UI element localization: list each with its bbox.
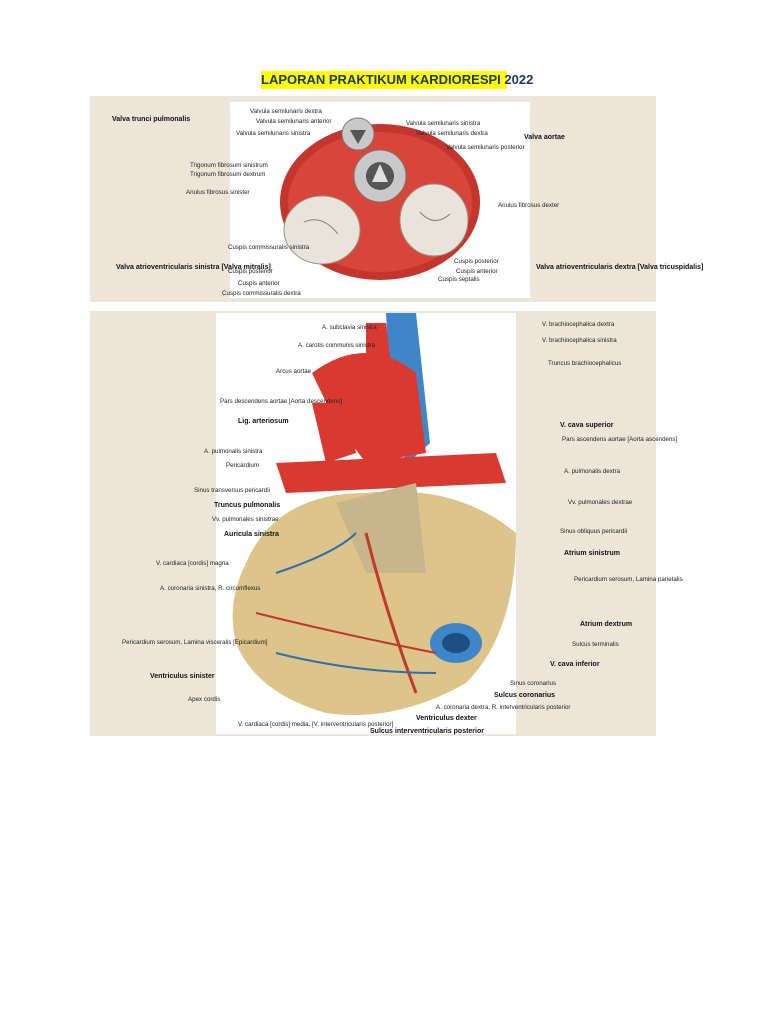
fig2-left-label: Pars descendens aortae [Aorta descendens… [220,398,343,405]
fig2-right-label: Vv. pulmonales dextrae [568,499,633,506]
fig2-left-label: V. cardiaca [cordis] magna [156,560,229,567]
fig2-right-label: Pars ascendens aortae [Aorta ascendens] [562,436,678,443]
fig1-left-label: Cuspis commissuralis sinistra [228,244,310,251]
fig1-left-label: Cuspis anterior [238,280,280,287]
fig1-right-label: Cuspis posterior [454,258,499,265]
fig2-right-label: Sinus obliquus pericardii [560,528,628,535]
page-title: LAPORAN PRAKTIKUM KARDIORESPI 2022 [261,71,534,89]
heart-posterior-illustration [232,313,516,715]
fig1-left-label: Valvula semilunaris sinistra [236,130,311,137]
fig2-left-label: A. subclavia sinistra [322,324,377,331]
fig1-right-label: Cuspis septalis [438,276,480,283]
fig2-right-label: V. cava inferior [550,661,600,668]
fig2-left-label: Auricula sinistra [224,531,279,538]
fig2-right-label: A. coronaria dextra, R. interventricular… [436,704,571,711]
fig2-right-label: Sulcus coronarius [494,692,556,699]
valves-figure-plate [230,102,530,298]
valva-tricuspidalis-label: Valva atrioventricularis dextra [Valva t… [536,264,704,271]
fig2-right-label: Sulcus terminalis [572,641,619,648]
fig2-right-label: Ventriculus dexter [416,715,477,722]
fig2-left-label: Sinus transversus pericardii [194,487,270,494]
fig1-right-label: Anulus fibrosus dexter [498,202,560,209]
heart-valves-illustration [280,117,480,280]
fig1-left-label: Trigonum fibrosum sinistrum [190,162,268,169]
fig2-right-label: Truncus brachiocephalicus [548,360,622,367]
fig2-left-label: A. coronaria sinistra, R. circumflexus [160,585,261,592]
fig2-left-label: Truncus pulmonalis [214,502,281,509]
fig2-left-label: A. carotis communis sinistra [298,342,376,349]
fig2-left-label: Arcus aortae [276,368,312,375]
fig2-right-label: Pericardium serosum, Lamina parietalis [574,576,683,583]
fig2-left-label: Pericardium serosum, Lamina visceralis [… [122,639,268,646]
heart-figure-panel: A. subclavia sinistra A. carotis communi… [90,311,683,736]
fig1-right-label: Valvula semilunaris dextra [416,130,488,137]
fig1-left-label: Cuspis posterior [228,268,273,275]
fig1-left-label: Trigonum fibrosum dextrum [190,171,266,178]
fig1-right-label: Valvula semilunaris sinistra [406,120,481,127]
fig2-right-label: V. brachiocephalica dextra [542,321,615,328]
valva-aortae-label: Valva aortae [524,134,565,141]
fig2-right-label: Atrium sinistrum [564,550,621,557]
fig2-right-label: V. cava superior [560,422,614,429]
fig2-left-label: Lig. arteriosum [238,418,289,425]
fig2-right-label: A. pulmonalis dextra [564,468,621,475]
heart-figure-plate [216,313,516,734]
fig1-left-label: Valvula semilunaris dextra [250,108,322,115]
valves-figure-panel: Valva trunci pulmonalis Valva aortae Val… [90,96,703,302]
fig1-left-label: Cuspis commissuralis dextra [222,290,301,297]
valva-trunci-label: Valva trunci pulmonalis [112,116,191,123]
fig2-right-label: Atrium dextrum [580,621,633,628]
fig1-left-label: Valvula semilunaris anterior [256,118,332,125]
fig2-right-label: Sulcus interventricularis posterior [370,728,484,735]
fig2-left-label: Apex cordis [188,696,221,703]
fig2-left-label: V. cardiaca [cordis] media, [V. interven… [238,721,394,728]
fig1-left-label: Anulus fibrosus sinister [186,189,250,196]
fig2-left-label: Pericardium [226,462,260,469]
fig2-right-label: V. brachiocephalica sinistra [542,337,617,344]
fig2-left-label: Ventriculus sinister [150,673,215,680]
fig1-right-label: Cuspis anterior [456,268,498,275]
fig2-left-label: Vv. pulmonales sinistrae [212,516,279,523]
fig2-right-label: Sinus coronarius [510,680,557,687]
fig1-right-label: Valvula semilunaris posterior [446,144,525,151]
valva-mitralis-label: Valva atrioventricularis sinistra [Valva… [116,264,271,271]
fig2-left-label: A. pulmonalis sinistra [204,448,263,455]
